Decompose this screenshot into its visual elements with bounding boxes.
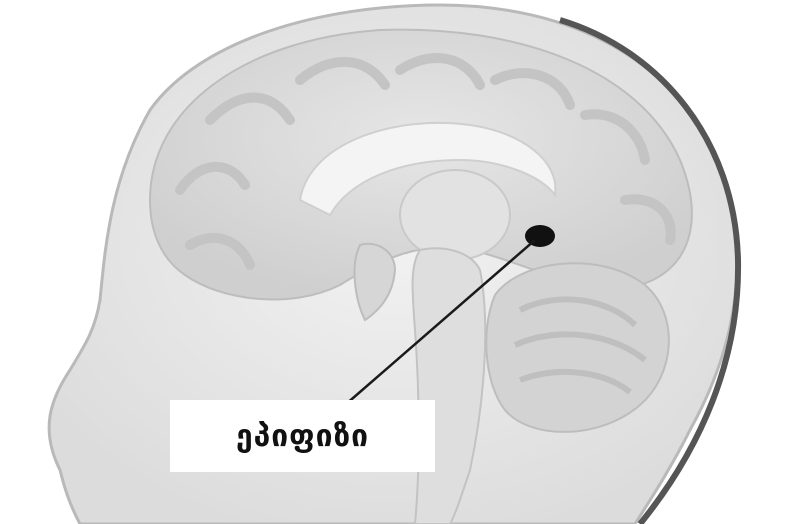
label-box: ეპიფიზი (170, 400, 435, 472)
pineal-gland-label: ეპიფიზი (236, 419, 369, 454)
thalamus (400, 170, 510, 260)
